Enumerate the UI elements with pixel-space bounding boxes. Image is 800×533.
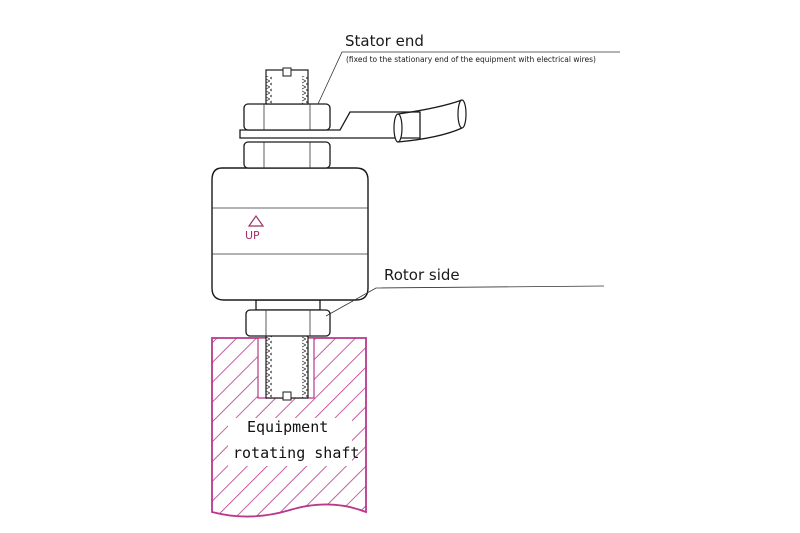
shaft-label-backdrop	[228, 418, 352, 466]
rotor-lock-nut	[245, 299, 331, 337]
rotor-leader	[325, 285, 605, 317]
cable-lug	[239, 111, 421, 139]
rotor-stud	[265, 329, 309, 401]
stator-upper-nut	[243, 103, 331, 131]
rotor-side-label: Rotor side	[384, 266, 460, 284]
stator-leader	[317, 51, 620, 105]
up-mark-label: UP	[245, 229, 260, 242]
stud-top-slot	[282, 67, 292, 77]
electrical-cable	[393, 99, 467, 143]
shaft-label-line1: Equipment	[247, 418, 328, 436]
stator-end-label: Stator end	[345, 32, 424, 50]
shaft-label-line2: rotating shaft	[233, 444, 359, 462]
stator-end-note: (fixed to the stationary end of the equi…	[346, 55, 596, 64]
leader-lines	[317, 51, 620, 317]
stator-lower-nut	[243, 141, 331, 169]
stator-stud	[265, 67, 309, 105]
stud-slot	[282, 391, 292, 401]
slip-ring-body: UP	[211, 167, 369, 301]
up-arrow-icon: UP	[245, 214, 265, 242]
